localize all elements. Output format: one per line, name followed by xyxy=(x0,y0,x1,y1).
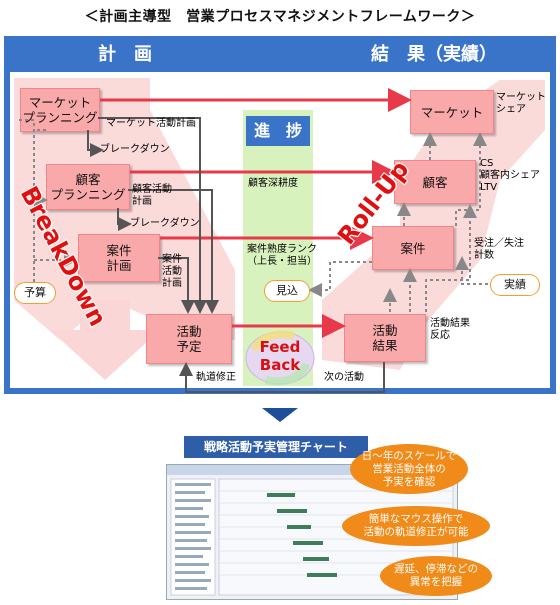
deal-result-label: 案件 xyxy=(400,240,426,256)
customer-planning-box: 顧客プランニング xyxy=(46,164,130,210)
deal-activity-plan-line1: 案件 xyxy=(162,254,182,265)
rollup-arrow-shape xyxy=(322,80,545,370)
market-planning-line2: プランニング xyxy=(22,110,98,125)
next-activity-label: 次の活動 xyxy=(324,372,364,383)
deal-activity-plan-line3: 計画 xyxy=(162,278,182,289)
activity-result-labels-line2: 反応 xyxy=(430,330,450,341)
deal-maturity-label: 案件熟度ランク （上長・担当） xyxy=(244,244,320,268)
feedback-line1: Feed xyxy=(259,338,301,356)
market-share-line1: マーケット xyxy=(496,92,546,103)
deal-activity-plan-line2: 活動 xyxy=(162,266,182,277)
market-planning-line1: マーケット xyxy=(28,95,92,110)
activity-result-line1: 活動 xyxy=(372,323,398,338)
activity-schedule-box: 活動予定 xyxy=(146,314,232,364)
deal-plan-box: 案件計画 xyxy=(78,234,160,282)
cs-labels: CS 顧客内シェア LTV xyxy=(480,158,540,194)
progress-header: 進 捗 xyxy=(246,116,310,146)
deal-maturity-line1: 案件熟度ランク xyxy=(247,244,317,255)
plan-header: 計 画 xyxy=(98,44,152,65)
breakdown-arrow-head xyxy=(50,300,160,380)
deal-plan-line2: 計画 xyxy=(106,258,132,273)
activity-result-box: 活動結果 xyxy=(344,314,426,362)
callout-1-line3: 予実を確認 xyxy=(382,475,436,488)
activity-result-line2: 結果 xyxy=(372,338,398,353)
feedback-label: Feed Back xyxy=(244,338,316,374)
deal-maturity-line2: （上長・担当） xyxy=(247,256,317,267)
order-labels: 受注／失注 計数 xyxy=(474,238,524,262)
callout-1-line2: 営業活動全体の xyxy=(372,462,446,475)
market-planning-box: マーケットプランニング xyxy=(20,88,100,132)
customer-activity-plan-line1: 顧客活動 xyxy=(132,184,172,195)
down-triangle xyxy=(262,408,298,422)
budget-oval: 予算 xyxy=(14,282,56,304)
callout-3-line2: 異常を把握 xyxy=(409,576,463,588)
order-line1: 受注／失注 xyxy=(474,238,524,249)
activity-schedule-line2: 予定 xyxy=(176,339,202,354)
callout-1-line1: 日～年のスケールで xyxy=(361,449,457,462)
callout-2-line2: 活動の軌道修正が可能 xyxy=(363,526,469,538)
market-share-label: マーケット シェア xyxy=(496,92,546,116)
customer-result-label: 顧客 xyxy=(422,174,448,190)
feedback-circle xyxy=(245,330,315,386)
page-title: ＜計画主導型 営業プロセスマネジメントフレームワーク＞ xyxy=(84,9,476,25)
order-line2: 計数 xyxy=(474,250,494,261)
breakdown-2-label: ブレークダウン xyxy=(130,218,200,229)
callout-1: 日～年のスケールで 営業活動全体の 予実を確認 xyxy=(350,444,468,494)
market-result-box: マーケット xyxy=(410,90,494,134)
course-correction-label: 軌道修正 xyxy=(196,372,236,383)
market-result-label: マーケット xyxy=(420,104,484,120)
customer-result-box: 顧客 xyxy=(394,160,476,204)
callout-3-line1: 遅延、停滞などの xyxy=(394,563,478,575)
feedback-line2: Back xyxy=(259,356,301,374)
forecast-oval: 見込 xyxy=(264,280,310,302)
activity-schedule-line1: 活動 xyxy=(176,324,202,339)
activity-result-labels: 活動結果 反応 xyxy=(430,318,470,342)
result-header: 結 果（実績） xyxy=(371,44,497,65)
cs-line1: CS xyxy=(480,158,494,169)
breakdown-1-label: ブレークダウン xyxy=(100,144,170,155)
market-activity-plan-label: マーケット活動計画 xyxy=(106,118,196,129)
customer-planning-line1: 顧客 xyxy=(75,172,101,187)
market-share-line2: シェア xyxy=(496,104,526,115)
callout-2-line1: 簡単なマウス操作で xyxy=(368,513,464,525)
customer-activity-plan-line2: 計画 xyxy=(132,196,152,207)
callout-3: 遅延、停滞などの 異常を把握 xyxy=(380,556,492,596)
deal-plan-line1: 案件 xyxy=(106,243,132,258)
customer-depth-label: 顧客深耕度 xyxy=(248,178,298,189)
cs-line2: 顧客内シェア xyxy=(480,170,540,181)
customer-activity-plan-label: 顧客活動 計画 xyxy=(132,184,172,208)
callout-2: 簡単なマウス操作で 活動の軌道修正が可能 xyxy=(342,506,490,546)
activity-result-labels-line1: 活動結果 xyxy=(430,318,470,329)
deal-activity-plan-label: 案件 活動 計画 xyxy=(162,254,182,290)
actual-oval: 実績 xyxy=(490,274,540,296)
customer-planning-line2: プランニング xyxy=(50,187,126,202)
chart-panel-title: 戦略活動予実管理チャート xyxy=(184,436,368,458)
cs-line3: LTV xyxy=(480,182,498,193)
